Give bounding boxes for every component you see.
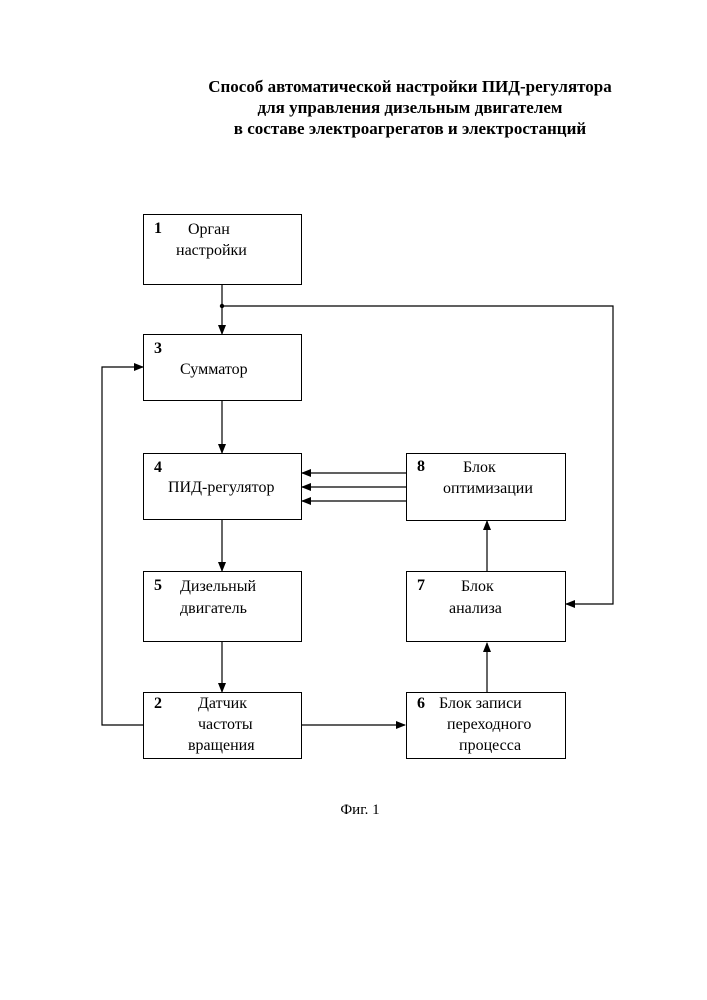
block-summator: 3 Сумматор [143,334,302,401]
block-tuning-organ: 1 Орган настройки [143,214,302,285]
block-optimization: 8 Блок оптимизации [406,453,566,521]
block-pid-controller: 4 ПИД-регулятор [143,453,302,520]
block-number: 5 [154,577,162,595]
block-analysis: 7 Блок анализа [406,571,566,642]
block-label-line-2: двигатель [180,599,247,618]
block-number: 1 [154,220,162,238]
block-label-line-2: настройки [176,241,247,260]
block-label-line-1: Орган [188,220,230,239]
block-label-line-3: вращения [188,736,255,755]
block-label-line-1: Блок [463,458,496,477]
block-label-line-2: частоты [198,715,253,734]
block-number: 7 [417,577,425,595]
block-label-line-2: оптимизации [443,479,533,498]
block-speed-sensor: 2 Датчик частоты вращения [143,692,302,759]
block-transient-recorder: 6 Блок записи переходного процесса [406,692,566,759]
block-number: 4 [154,459,162,477]
block-label-line-2: анализа [449,599,502,618]
block-number: 8 [417,458,425,476]
block-label-line-1: Дизельный [180,577,256,596]
block-number: 3 [154,340,162,358]
block-label-line-3: процесса [459,736,521,755]
figure-caption: Фиг. 1 [330,802,390,819]
block-number: 6 [417,695,425,713]
wire-2-to-3 [102,367,144,725]
block-label-line-1: Датчик [198,694,247,713]
block-label-line-1: Блок [461,577,494,596]
block-label-line-1: Блок записи [439,694,522,713]
block-label-line-1: ПИД-регулятор [168,478,274,497]
block-number: 2 [154,695,162,713]
block-label-line-2: переходного [447,715,531,734]
block-diesel-engine: 5 Дизельный двигатель [143,571,302,642]
block-label-line-1: Сумматор [180,360,248,379]
junction-dot [220,304,224,308]
